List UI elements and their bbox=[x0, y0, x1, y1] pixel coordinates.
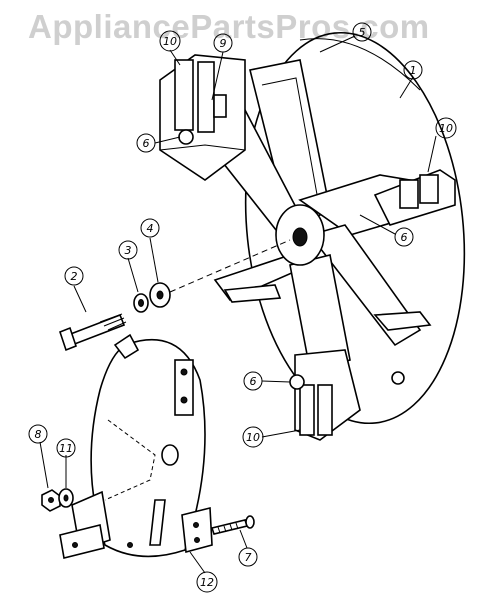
svg-text:12: 12 bbox=[200, 576, 214, 589]
upper-bracket bbox=[159, 54, 246, 181]
svg-text:8: 8 bbox=[35, 428, 42, 441]
svg-text:5: 5 bbox=[359, 26, 366, 39]
svg-text:10: 10 bbox=[163, 35, 177, 48]
callout-4: 4 bbox=[140, 218, 160, 238]
nut bbox=[39, 441, 61, 512]
svg-text:4: 4 bbox=[147, 222, 154, 235]
mounting-plate bbox=[90, 333, 206, 558]
callout-10-right: 10 bbox=[435, 117, 457, 139]
callout-10-lower: 10 bbox=[242, 426, 264, 448]
svg-text:6: 6 bbox=[401, 231, 408, 244]
bolt bbox=[59, 285, 127, 352]
flat-washer bbox=[149, 237, 291, 308]
callout-6-lower: 6 bbox=[243, 371, 263, 391]
callout-12: 12 bbox=[196, 571, 218, 593]
lower-bracket bbox=[289, 349, 405, 441]
svg-text:6: 6 bbox=[250, 375, 257, 388]
callout-2: 2 bbox=[64, 266, 84, 286]
leader-lines bbox=[154, 35, 437, 574]
callout-6-right: 6 bbox=[394, 227, 414, 247]
right-bracket bbox=[373, 169, 456, 226]
callout-10-upper: 10 bbox=[159, 30, 181, 52]
main-disc bbox=[244, 31, 466, 425]
callout-1: 1 bbox=[403, 60, 423, 80]
svg-text:9: 9 bbox=[220, 37, 227, 50]
callouts: 1 2 3 4 5 6 6 6 bbox=[28, 22, 457, 593]
watermark: AppliancePartsPros.com bbox=[28, 8, 430, 45]
foot-bracket bbox=[59, 490, 111, 559]
svg-text:1: 1 bbox=[410, 64, 417, 77]
svg-text:10: 10 bbox=[439, 122, 453, 135]
svg-text:6: 6 bbox=[143, 137, 150, 150]
svg-text:3: 3 bbox=[125, 244, 132, 257]
svg-text:7: 7 bbox=[245, 551, 252, 564]
clamp-bracket bbox=[181, 506, 213, 554]
svg-text:2: 2 bbox=[71, 270, 78, 283]
callout-9: 9 bbox=[213, 33, 233, 53]
callout-6-upper: 6 bbox=[136, 133, 156, 153]
callout-5: 5 bbox=[352, 22, 372, 42]
callout-11: 11 bbox=[56, 438, 76, 458]
screw bbox=[210, 515, 255, 549]
washer-small bbox=[58, 455, 74, 508]
svg-text:10: 10 bbox=[246, 431, 260, 444]
callout-7: 7 bbox=[238, 547, 258, 567]
callout-3: 3 bbox=[118, 240, 138, 260]
lock-washer bbox=[127, 257, 149, 313]
svg-text:11: 11 bbox=[59, 442, 73, 455]
callout-8: 8 bbox=[28, 424, 48, 444]
